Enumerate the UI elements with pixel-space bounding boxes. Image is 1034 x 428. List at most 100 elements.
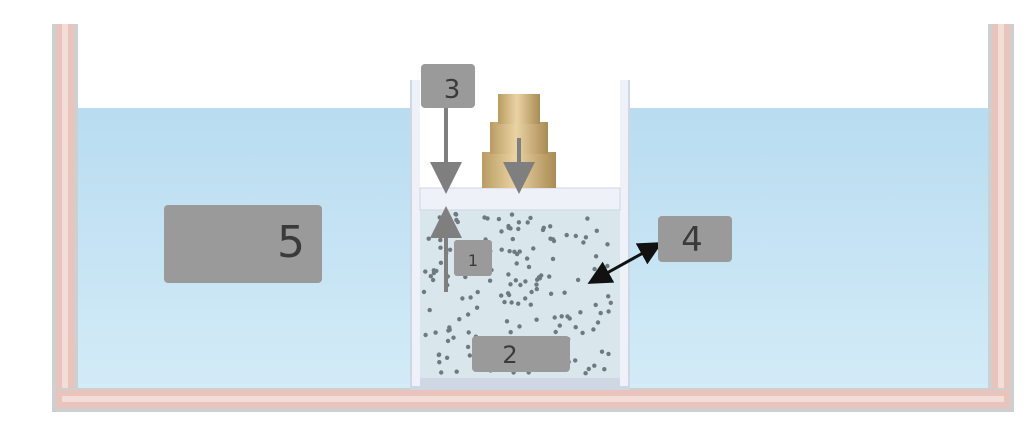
gas-particle [507, 249, 512, 254]
gas-particle [534, 286, 539, 292]
gas-particle [487, 278, 493, 283]
gas-particle [591, 327, 596, 332]
gas-particle [523, 279, 528, 284]
gas-particle [578, 310, 583, 315]
label-1-box: 1 [454, 240, 492, 276]
gas-particle [565, 314, 570, 319]
gas-particle [595, 320, 601, 325]
gas-particle [437, 215, 442, 220]
gas-particle [552, 315, 557, 320]
gas-particle [575, 277, 581, 283]
gas-particle [514, 251, 520, 257]
gas-particle [564, 232, 569, 238]
gas-particle [583, 371, 588, 376]
gas-particle [528, 302, 533, 307]
label-3: 3 [444, 75, 461, 105]
gas-particle [606, 309, 611, 314]
gas-particle [528, 215, 533, 221]
gas-particle [468, 295, 473, 300]
gas-particle [499, 293, 504, 298]
gas-particle [550, 256, 556, 262]
gas-particle [598, 310, 603, 316]
gas-particle [516, 226, 521, 232]
gas-particle [427, 307, 432, 313]
gas-particle [447, 325, 452, 330]
label-4: 4 [681, 220, 703, 260]
gas-particle [510, 236, 515, 242]
gas-particle [580, 330, 585, 336]
gas-particle [465, 344, 471, 350]
gas-particle [445, 338, 451, 344]
gas-particle [594, 228, 599, 233]
gas-particle [502, 299, 507, 305]
gas-particle [474, 305, 480, 310]
gas-particle [508, 282, 513, 287]
gas-particle [453, 212, 459, 217]
gas-particle [525, 220, 530, 225]
gas-particle [524, 256, 530, 261]
gas-particle [534, 317, 539, 322]
gas-particle [573, 358, 578, 363]
gas-particle [592, 363, 597, 368]
label-4-box: 4 [658, 216, 732, 262]
gas-particle [506, 272, 511, 277]
gas-particle [421, 289, 427, 295]
gas-particle [437, 360, 442, 365]
gas-particle [606, 351, 611, 357]
gas-particle [539, 273, 544, 278]
gas-particle [496, 216, 502, 222]
gas-particle [559, 314, 564, 319]
gas-particle [551, 238, 557, 244]
gas-particle [457, 317, 462, 322]
gas-particle [513, 278, 518, 283]
label-3-box: 3 [421, 64, 475, 108]
heat-exchange-arrow [587, 242, 663, 284]
tank-wall [52, 24, 1014, 412]
gas-particle [423, 332, 428, 338]
gas-particle [562, 290, 567, 295]
gas-particle [557, 323, 562, 328]
gas-particle [438, 260, 444, 265]
gas-particle [573, 233, 578, 239]
gas-particle [605, 242, 610, 247]
gas-particle [516, 220, 522, 225]
label-2: 2 [502, 341, 517, 369]
piston [419, 187, 621, 211]
gas-particle [534, 282, 539, 287]
gas-particle [436, 352, 441, 358]
gas-particle [460, 296, 465, 301]
gas-particle [592, 266, 597, 272]
gas-particle [606, 294, 611, 299]
gas-particle [599, 349, 605, 354]
gas-particle [505, 291, 511, 296]
gas-particle [447, 247, 453, 252]
gas-particle [548, 291, 554, 296]
gas-particle [499, 229, 504, 234]
label-5: 5 [277, 217, 305, 268]
gas-particle [430, 277, 436, 283]
gas-particle [433, 330, 438, 335]
gas-particle [553, 329, 558, 335]
gas-particle [583, 235, 589, 240]
label-1: 1 [468, 251, 478, 270]
gas-particle [438, 245, 443, 250]
gas-particle [548, 224, 553, 229]
gas-particle [444, 355, 450, 360]
gas-particle [466, 330, 471, 335]
gas-particle [548, 236, 553, 241]
gas-particle [586, 366, 591, 372]
gas-particle [529, 289, 534, 295]
gas-particle [451, 335, 456, 340]
gas-particle [485, 216, 490, 221]
gas-particle [605, 263, 610, 269]
gas-particle [573, 325, 578, 330]
gas-particle [517, 324, 522, 329]
gas-particle [608, 300, 613, 305]
gas-particle [423, 269, 428, 274]
gas-particle [439, 370, 444, 375]
gas-particle [602, 367, 607, 372]
gas-particle [454, 369, 459, 374]
gas-particle [467, 353, 472, 358]
gas-particle [426, 236, 431, 241]
